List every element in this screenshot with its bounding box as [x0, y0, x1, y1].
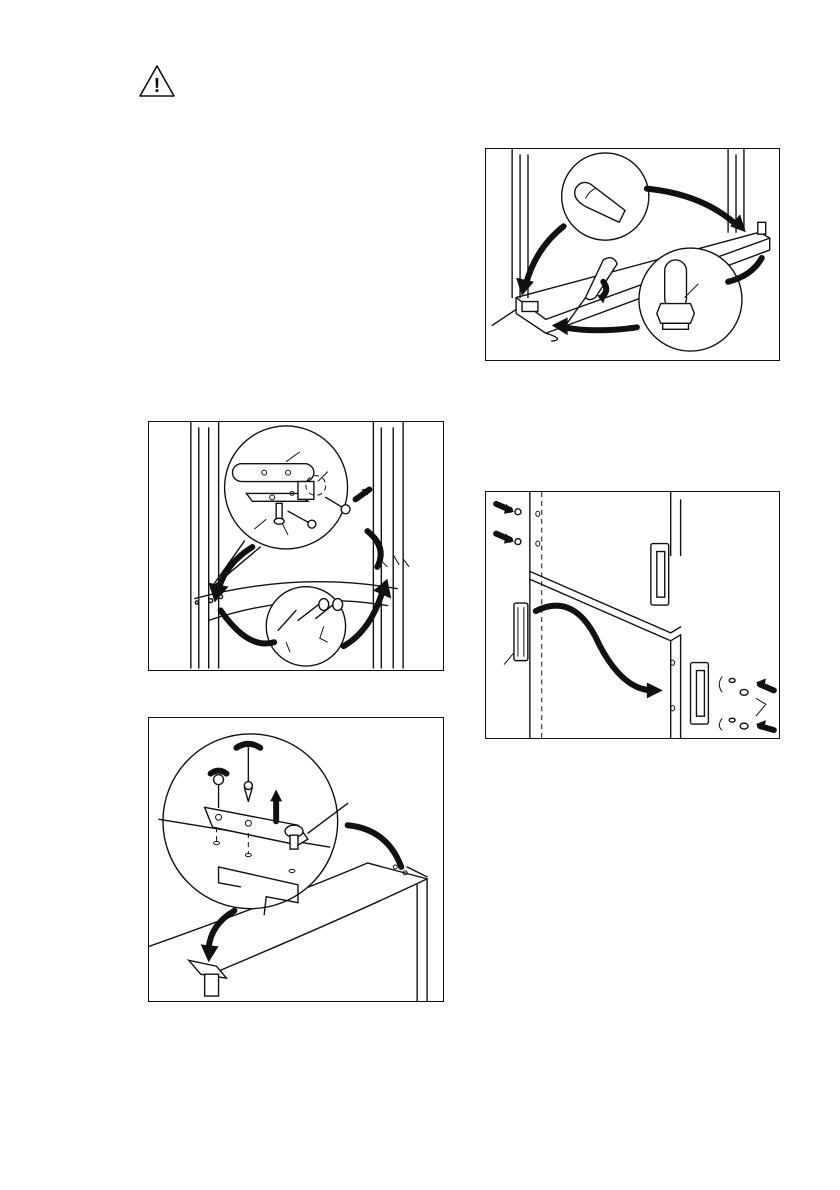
- door-handle-transfer-illustration: [485, 491, 780, 739]
- warning-triangle-icon: !: [138, 64, 176, 98]
- adjustable-feet-illustration: [485, 148, 780, 361]
- hinge-plate-unscrew-illustration: [148, 717, 444, 1002]
- hinge-cover-removal-illustration: [148, 421, 444, 671]
- warning-symbol: !: [154, 75, 161, 97]
